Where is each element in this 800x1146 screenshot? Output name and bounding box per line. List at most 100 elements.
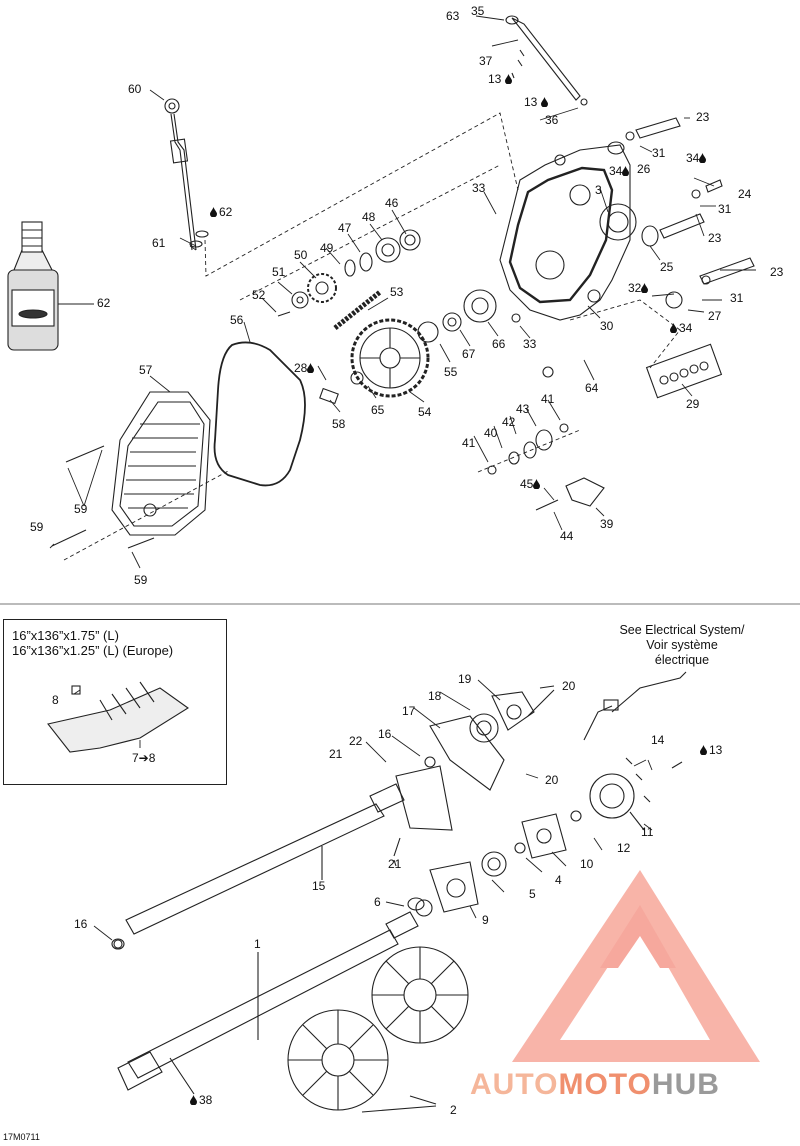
callout-5: 5: [529, 887, 536, 901]
callout-63: 63: [446, 9, 460, 23]
lubricant-drop-icon: [307, 363, 315, 373]
callout-15: 15: [312, 879, 326, 893]
chaincase-housing: [499, 144, 637, 321]
callout-16-a: 16: [378, 727, 392, 741]
note-line-2: Voir système: [646, 638, 718, 652]
cover-gasket: [213, 341, 306, 487]
callout-14: 14: [651, 733, 665, 747]
callout-62-b: 62: [97, 296, 111, 310]
callout-41-b: 41: [462, 436, 476, 450]
lubricant-drop-icon: [699, 153, 707, 163]
large-sprocket: [350, 318, 430, 398]
callout-56: 56: [230, 313, 244, 327]
callout-41-a: 41: [541, 392, 555, 406]
callout-1: 1: [254, 937, 261, 951]
callout-24: 24: [738, 187, 752, 201]
callout-66: 66: [492, 337, 506, 351]
inset-line-1: 16”x136”x1.75” (L): [12, 628, 119, 643]
callout-33-a: 33: [472, 181, 486, 195]
callout-20-b: 20: [545, 773, 559, 787]
callout-25: 25: [660, 260, 674, 274]
callout-31-b: 31: [718, 202, 732, 216]
callout-48: 48: [362, 210, 376, 224]
callout-23-a: 23: [696, 110, 710, 124]
callout-57: 57: [139, 363, 153, 377]
callout-7-to-8: 7➔8: [132, 751, 156, 765]
callout-27: 27: [708, 309, 722, 323]
callout-6: 6: [374, 895, 381, 909]
drive-axle: [117, 911, 419, 1091]
callout-34-b: 34: [686, 152, 708, 164]
callout-47: 47: [338, 221, 352, 235]
callout-65: 65: [371, 403, 385, 417]
watermark-auto: AUTO: [470, 1068, 559, 1101]
watermark-hub: HUB: [651, 1068, 720, 1101]
callout-22: 22: [349, 734, 363, 748]
chaincase-cover: [111, 391, 211, 536]
watermark-triangle: [512, 870, 760, 1062]
callout-31-a: 31: [652, 146, 666, 160]
note-line-3: électrique: [654, 653, 710, 667]
inset-line-2: 16”x136”x1.25” (L) (Europe): [12, 643, 174, 658]
track-sprockets: [287, 946, 469, 1111]
callout-16-b: 16: [74, 917, 88, 931]
callout-60: 60: [128, 82, 142, 96]
callout-43: 43: [516, 402, 530, 416]
lubricant-drop-icon: [700, 745, 707, 755]
callout-23-c: 23: [770, 265, 784, 279]
callout-18: 18: [428, 689, 442, 703]
lubricant-drop-icon: [504, 74, 512, 84]
lubricant-drop-icon: [210, 207, 217, 217]
callout-50: 50: [294, 248, 308, 262]
track-variant-inset: 16”x136”x1.75” (L) 16”x136”x1.25” (L) (E…: [3, 619, 227, 785]
callout-46: 46: [385, 196, 399, 210]
callout-38: 38: [190, 1094, 212, 1106]
callout-8: 8: [52, 693, 59, 707]
callout-10: 10: [580, 857, 594, 871]
drawing-number: 17M0711: [3, 1132, 40, 1142]
callout-4: 4: [555, 873, 562, 887]
small-gear: [307, 273, 337, 303]
callout-13-b: 13: [524, 96, 550, 108]
callout-58: 58: [332, 417, 346, 431]
callout-21-a: 21: [329, 747, 343, 761]
lubricant-drop-icon: [533, 479, 541, 489]
callout-53: 53: [390, 285, 404, 299]
callout-13-c: 13: [700, 744, 722, 756]
callout-52: 52: [252, 288, 266, 302]
callout-11: 11: [641, 825, 654, 839]
callout-12: 12: [617, 841, 631, 855]
callout-51: 51: [272, 265, 286, 279]
callout-17: 17: [402, 704, 416, 718]
callout-34-a: 34: [609, 165, 631, 177]
note-line-1: See Electrical System/: [619, 623, 745, 637]
lubricant-drop-icon: [641, 283, 649, 293]
callout-59-b: 59: [30, 520, 44, 534]
callout-36: 36: [545, 113, 559, 127]
callout-23-b: 23: [708, 231, 722, 245]
callout-42: 42: [502, 415, 516, 429]
callout-34-c: 34: [670, 322, 692, 334]
watermark-logo: AUTOMOTOHUB: [470, 1068, 720, 1102]
callout-33-b: 33: [523, 337, 537, 351]
callout-49: 49: [320, 241, 334, 255]
callout-45: 45: [520, 478, 542, 490]
callout-44: 44: [560, 529, 574, 543]
callout-2: 2: [450, 1103, 457, 1117]
callout-30: 30: [600, 319, 614, 333]
callout-26: 26: [637, 162, 651, 176]
callout-19: 19: [458, 672, 472, 686]
callout-29: 29: [686, 397, 700, 411]
lubricant-drop-icon: [540, 97, 548, 107]
rod: [511, 17, 581, 101]
bearings: [344, 229, 554, 385]
callout-59-c: 59: [134, 573, 148, 587]
callout-61: 61: [152, 236, 166, 250]
driven-shaft: [125, 783, 405, 935]
callout-35: 35: [471, 4, 485, 18]
lubricant-drop-icon: [190, 1095, 197, 1105]
dipstick: [164, 98, 209, 251]
callout-39: 39: [600, 517, 614, 531]
